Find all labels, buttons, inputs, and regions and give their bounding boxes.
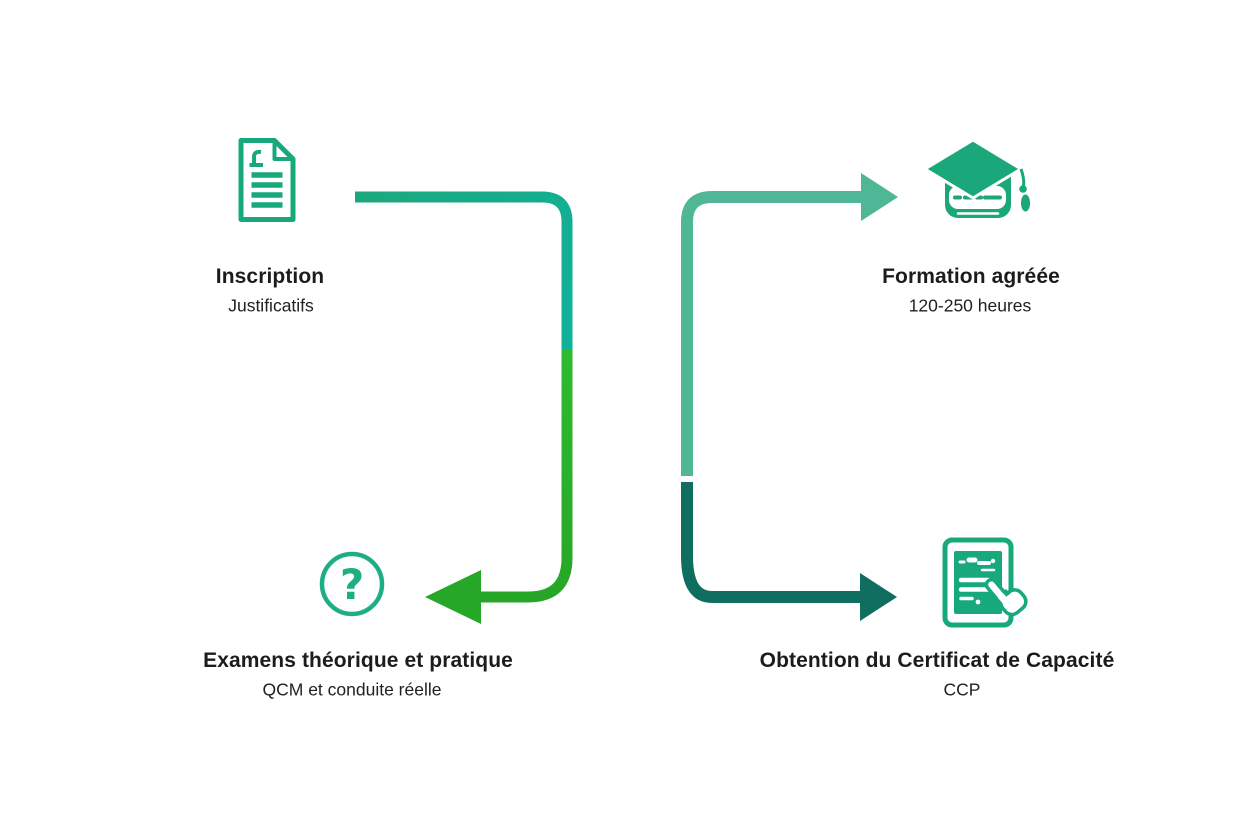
- question-mark-circle-icon: ?: [319, 551, 385, 617]
- step-title-inscription: Inscription: [215, 265, 325, 288]
- certificate-tap-icon: [942, 537, 1028, 628]
- certificate-text-lines: [958, 557, 996, 601]
- arrow-to-obtention: [681, 482, 897, 621]
- step-subtitle-examens: QCM et conduite réelle: [262, 679, 442, 700]
- step-subtitle-formation: 120-250 heures: [908, 295, 1032, 316]
- step-title-obtention: Obtention du Certificat de Capacité: [759, 649, 1115, 672]
- question-glyph: ?: [340, 560, 364, 609]
- step-title-formation: Formation agréée: [882, 265, 1060, 288]
- hand-pointer: [984, 577, 1028, 617]
- arrow-inscription-to-examens: [355, 191, 573, 624]
- step-subtitle-obtention: CCP: [943, 679, 981, 700]
- document-icon: [238, 138, 296, 222]
- step-subtitle-inscription: Justificatifs: [228, 295, 314, 316]
- arrow-to-formation: [681, 173, 898, 476]
- graduation-cap-icon: [923, 138, 1031, 218]
- step-title-examens: Examens théorique et pratique: [203, 649, 513, 672]
